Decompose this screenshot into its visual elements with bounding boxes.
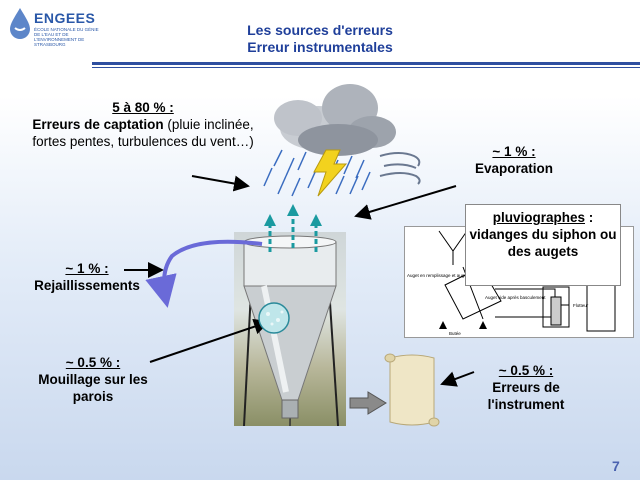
evaporation-pointer — [354, 185, 457, 220]
arrow-head-2 — [287, 204, 299, 216]
arrow-head-3 — [310, 214, 322, 226]
diagram-label-auget-remplissage: Auget en remplissage et auget basculant — [407, 273, 489, 278]
instrument-errors-label: ~ 0.5 % : Erreurs de l'instrument — [468, 362, 584, 413]
arrow-head-1 — [264, 214, 276, 226]
instrument-pointer — [440, 371, 475, 387]
captation-errors-label: 5 à 80 % : Erreurs de captation (pluie i… — [22, 99, 264, 150]
evaporation-text: Evaporation — [474, 161, 553, 176]
wetted-walls-zoom-icon — [258, 302, 290, 334]
rain-icon — [263, 149, 371, 197]
lightning-icon — [313, 149, 348, 197]
logo-text: ENGEES — [34, 10, 96, 26]
captation-pointer — [191, 175, 250, 192]
instrument-text: Erreurs de l'instrument — [487, 380, 565, 412]
grey-block-arrow — [349, 391, 387, 415]
pluviographes-box: pluviographes : vidanges du siphon ou de… — [465, 204, 621, 286]
splash-curve-arrow — [145, 239, 263, 308]
mouillage-text: Mouillage sur les parois — [38, 372, 148, 404]
pluviographes-title: pluviographes — [492, 210, 585, 225]
instrument-percent: ~ 0.5 % : — [498, 363, 554, 378]
wind-icon — [379, 152, 421, 185]
page-title: Les sources d'erreurs Erreur instrumenta… — [180, 22, 460, 56]
evaporation-arrows — [268, 214, 318, 252]
storm-cloud-icon — [274, 84, 396, 156]
header-rule — [92, 62, 640, 65]
evaporation-label: ~ 1 % : Evaporation — [456, 143, 572, 177]
title-line-2: Erreur instrumentales — [247, 39, 393, 55]
pluviographes-label: pluviographes : vidanges du siphon ou de… — [466, 205, 620, 260]
pluviographes-text: vidanges du siphon ou des augets — [469, 227, 617, 259]
pluviographes-colon: : — [585, 210, 594, 225]
diagram-label-butee: Butée — [449, 331, 461, 336]
mouillage-label: ~ 0.5 % : Mouillage sur les parois — [22, 354, 164, 405]
header-rule-thin — [92, 67, 640, 68]
evaporation-percent: ~ 1 % : — [492, 144, 536, 159]
captation-percent: 5 à 80 % : — [112, 100, 174, 115]
logo-subtitle: ÉCOLE NATIONALE DU GÉNIE DE L'EAU ET DE … — [34, 27, 99, 47]
mouillage-pointer — [149, 318, 270, 363]
engees-logo: ENGEES ÉCOLE NATIONALE DU GÉNIE DE L'EAU… — [4, 4, 100, 47]
parchment-scroll-icon — [384, 353, 440, 427]
page-number: 7 — [612, 458, 620, 474]
diagram-label-flotteur: Flotteur — [573, 303, 589, 308]
captation-details: (pluie inclinée, fortes pentes, turbulen… — [32, 117, 254, 149]
mouillage-percent: ~ 0.5 % : — [65, 355, 121, 370]
logo-drop-icon — [10, 8, 30, 39]
rejaillissements-percent: ~ 1 % : — [65, 261, 109, 276]
rejaillissements-label: ~ 1 % : Rejaillissements — [14, 260, 160, 294]
diagram-label-auget-vide: Auget vide après basculement — [485, 295, 546, 300]
title-line-1: Les sources d'erreurs — [247, 22, 393, 38]
rejaillissements-text: Rejaillissements — [34, 278, 140, 293]
captation-title: Erreurs de captation — [32, 117, 164, 132]
